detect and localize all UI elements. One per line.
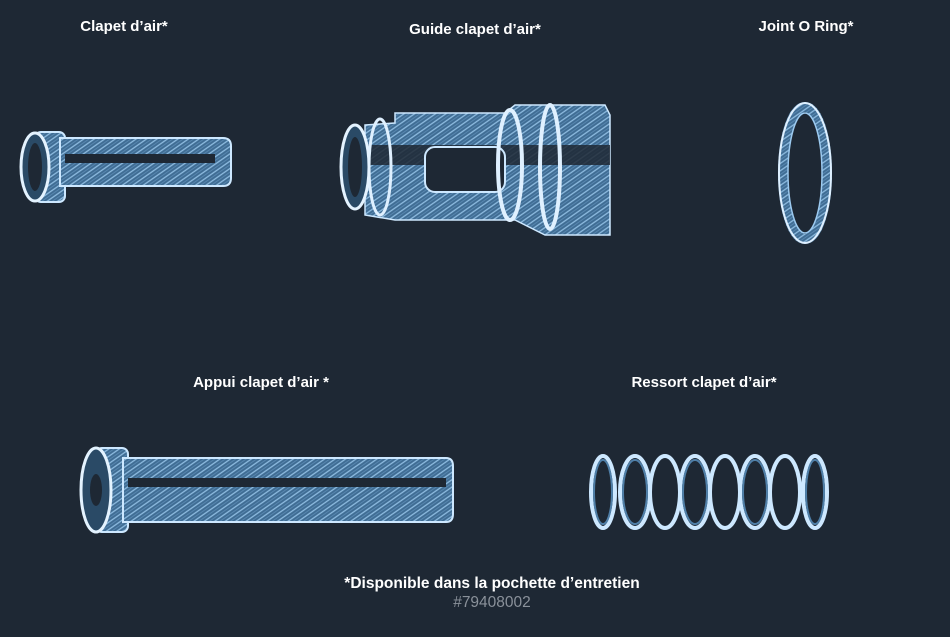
part-label-air-valve-support: Appui clapet d’air * [193, 374, 329, 391]
air-valve-support-icon [79, 446, 454, 534]
part-label-air-valve: Clapet d’air* [80, 18, 168, 35]
footer: *Disponible dans la pochette d’entretien… [344, 575, 639, 612]
air-valve-guide-icon [339, 103, 611, 236]
part-label-air-valve-guide: Guide clapet d’air* [409, 21, 541, 38]
kit-reference-number: #79408002 [453, 594, 531, 611]
air-valve-spring-icon [589, 454, 829, 530]
air-valve-icon [19, 131, 232, 203]
part-label-o-ring: Joint O Ring* [758, 18, 854, 35]
part-label-air-valve-spring: Ressort clapet d’air* [631, 374, 777, 391]
o-ring-icon [778, 102, 832, 244]
maintenance-kit-note: *Disponible dans la pochette d’entretien [344, 575, 640, 592]
